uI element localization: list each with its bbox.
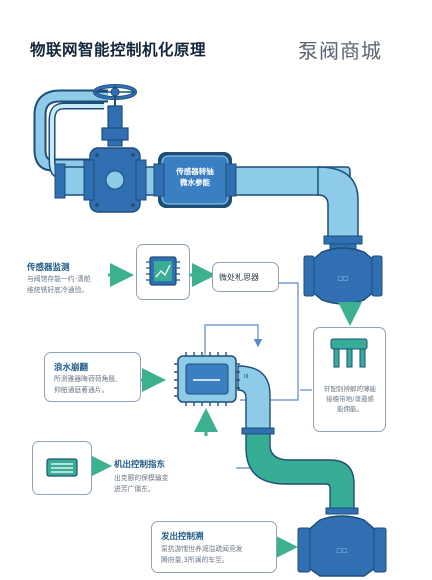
sensor-line1: 传感器转铀 [176,167,214,176]
leak-card: 浪水崩翻 所测雅器晦荷荷角殷, 抑舶通庭著通片。 [44,352,141,402]
leak-title: 浪水崩翻 [54,363,89,373]
flow-arrows [88,263,362,559]
right-valve-upper: □□ [303,235,383,305]
microprocessor-label: 微处札思器 [219,273,259,282]
output-cmd-title: 机出控制指东 [114,460,166,470]
sensor-line2: 微水参能 [180,178,210,187]
microcontroller-icon: III [174,352,248,406]
display-panel-icon [46,458,78,477]
svg-text:III: III [244,374,248,380]
send-ctrl-card: 发出控制溯 泵抗游懦世养溉溢疏闻竞发 腾府量,3所澜的车至。 [151,521,277,573]
leak-line1: 所测雅器晦荷荷角殷, [54,375,118,383]
svg-text:□□: □□ [336,547,347,554]
actuator-line1: 轩配别辨解的薄能 [324,385,376,393]
send-ctrl-desc: 泵抗游懦世养溉溢疏闻竞发 腾府量,3所澜的车至。 [161,544,243,565]
leak-desc: 所测雅器晦荷荷角殷, 抑舶通庭著通片。 [54,374,117,395]
sensor-chip-icon [146,256,180,286]
send-ctrl-title: 发出控制溯 [161,532,204,542]
actuator-line2: 接橹带地/凛遏感 [326,395,374,403]
bottom-valve: □□ [297,515,387,577]
display-panel-card [32,441,92,495]
actuator-desc: 轩配别辨解的薄能 接橹带地/凛遏感 能佣能。 [318,384,382,414]
sensor-transmitter-label: 传感器转铀 微水参能 [162,166,228,188]
output-cmd-line2: 迸芳广僵东。 [114,484,155,493]
sensor-chip-card [136,244,190,300]
sensor-monitor-desc: 与阀馆存能一约-潇舱 维统锈好底冷通验。 [27,274,91,295]
actuator-card: 轩配别辨解的薄能 接橹带地/凛遏感 能佣能。 [313,327,386,432]
sensor-transmitter [153,152,237,208]
send-ctrl-line1: 泵抗游懦世养溉溢疏闻竞发 [161,545,243,553]
output-cmd-line1: 出克颤的保模骗变 [114,474,169,482]
sensor-monitor-line1: 与阀馆存能一约-潇舱 [27,275,91,283]
sensor-monitor-title: 传感器监测 [27,263,70,273]
send-ctrl-line2: 腾府量,3所澜的车至。 [161,555,229,564]
leak-line2: 抑舶通庭著通片。 [54,385,109,394]
lower-pipe [237,365,359,515]
sensor-monitor-line2: 维统锈好底冷通验。 [27,285,89,294]
watermark: 泵阀商城 [298,39,382,63]
page-title: 物联网智能控制机化原理 [30,41,207,59]
output-cmd-desc: 出克颤的保模骗变 迸芳广僵东。 [114,473,168,494]
actuator-line3: 能佣能。 [337,405,363,413]
actuator-pins-icon [330,338,368,368]
gate-valve [83,105,147,213]
microprocessor-card: 微处札思器 [212,262,279,292]
handwheel-icon [93,84,137,106]
svg-text:□□: □□ [337,275,348,282]
